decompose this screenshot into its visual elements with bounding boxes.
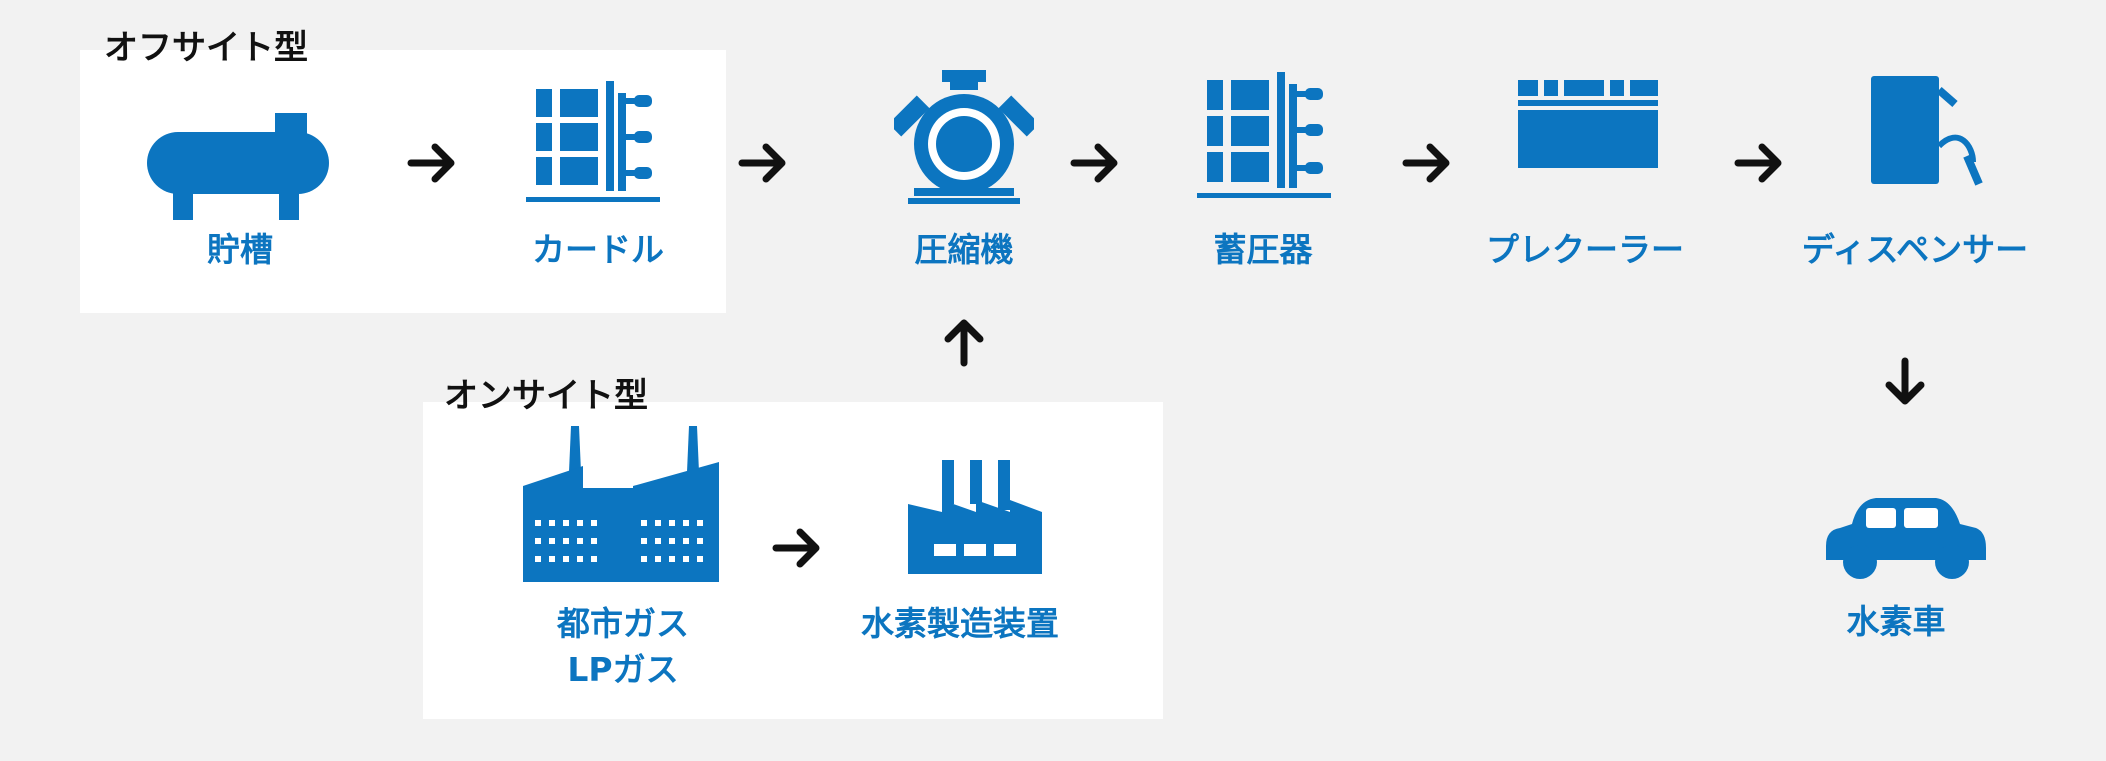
label-curdle: カードル xyxy=(532,230,664,269)
accumulator-icon xyxy=(1197,72,1331,198)
arrow-tank-to-curdle xyxy=(407,138,457,188)
dispenser-icon xyxy=(1871,76,1983,186)
arrow-precooler-to-dispenser xyxy=(1734,138,1784,188)
precooler-icon xyxy=(1518,80,1658,168)
onsite-title: オンサイト型 xyxy=(444,376,648,416)
label-lp-gas: LPガス xyxy=(567,650,679,689)
arrow-accumulator-to-precooler xyxy=(1402,138,1452,188)
gas-plant-icon xyxy=(523,426,719,582)
factory-icon xyxy=(908,460,1042,574)
arrow-dispenser-to-vehicle xyxy=(1880,357,1930,407)
label-hydrogen-vehicle: 水素車 xyxy=(1846,602,1946,641)
compressor-icon xyxy=(894,70,1034,204)
arrow-gas-to-generator xyxy=(772,523,822,573)
arrow-compressor-to-accumulator xyxy=(1070,138,1120,188)
arrow-generator-to-compressor xyxy=(939,317,989,367)
label-accumulator: 蓄圧器 xyxy=(1213,230,1313,269)
label-hydrogen-generator: 水素製造装置 xyxy=(861,604,1059,643)
label-storage-tank: 貯槽 xyxy=(207,230,273,269)
car-icon xyxy=(1826,498,1986,579)
label-compressor: 圧縮機 xyxy=(914,230,1014,269)
arrow-curdle-to-compressor xyxy=(738,138,788,188)
cylinder-bundle-icon xyxy=(526,81,660,202)
label-precooler: プレクーラー xyxy=(1486,230,1684,269)
label-city-gas: 都市ガス xyxy=(557,604,689,643)
label-dispenser: ディスペンサー xyxy=(1801,230,2029,269)
offsite-title: オフサイト型 xyxy=(104,28,308,68)
storage-tank-icon xyxy=(147,113,329,220)
